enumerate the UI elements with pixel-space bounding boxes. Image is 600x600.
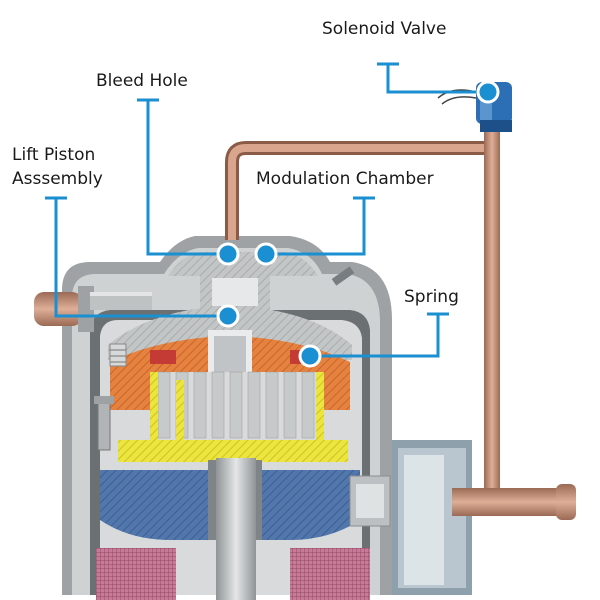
leader-modulation-chamber [266, 198, 366, 256]
dot-solenoid-valve [476, 80, 500, 104]
label-spring: Spring [404, 287, 459, 307]
leader-bleed-hole [146, 100, 228, 256]
housing-stud [331, 266, 355, 286]
dot-lift-piston [216, 304, 240, 328]
dot-spring [298, 344, 322, 368]
motor-windings [96, 548, 370, 600]
copper-tubing [225, 128, 576, 520]
dot-modulation-chamber [254, 242, 278, 266]
label-lift-piston-line1: Lift Piston [12, 145, 95, 165]
check-spring [109, 343, 127, 367]
label-solenoid-valve: Solenoid Valve [322, 19, 446, 39]
dot-bleed-hole [216, 242, 240, 266]
scroll-wraps [150, 371, 320, 442]
label-modulation-chamber: Modulation Chamber [256, 169, 434, 189]
housing-bolt [94, 396, 114, 451]
discharge-fitting [349, 475, 391, 527]
label-bleed-hole: Bleed Hole [96, 71, 188, 91]
leader-spring [310, 314, 440, 358]
callout-dots [216, 80, 500, 368]
side-block [392, 440, 472, 595]
leader-lift-piston [54, 198, 228, 318]
label-lift-piston-line2: Asssembly [12, 169, 103, 189]
callouts [45, 62, 488, 358]
crankshaft [216, 458, 256, 600]
orbiting-scroll [118, 372, 348, 462]
leader-solenoid-valve [386, 64, 488, 94]
